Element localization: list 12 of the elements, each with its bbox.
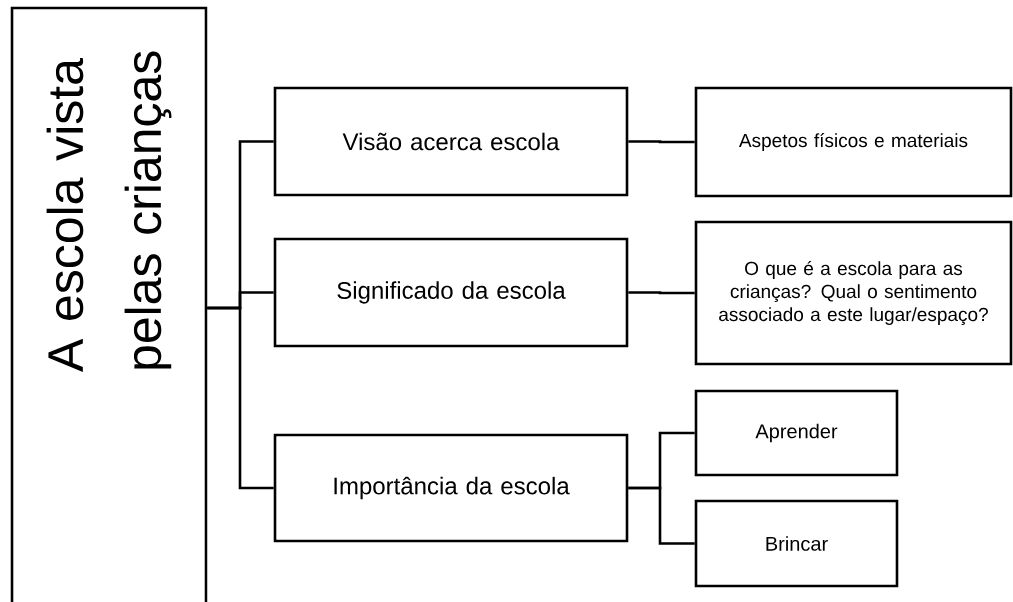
detail-box: Aprender bbox=[694, 389, 899, 477]
detail-box: Brincar bbox=[694, 499, 899, 588]
category-box: Visão acerca escola bbox=[273, 86, 629, 197]
category-box: Significado da escola bbox=[273, 237, 629, 348]
detail-box: Aspetos físicos e materiais bbox=[694, 86, 1013, 198]
connector-line bbox=[628, 486, 695, 545]
title-box: A escola vista pelas crianças bbox=[10, 6, 208, 602]
connector-line bbox=[628, 140, 695, 144]
detail-box: O que é a escola para as crianças? Qual o sentimento associado a este lugar/espaço? bbox=[694, 220, 1013, 366]
connector-line bbox=[628, 291, 695, 295]
category-box: Importância da escola bbox=[273, 433, 629, 543]
connector-line bbox=[207, 306, 274, 490]
